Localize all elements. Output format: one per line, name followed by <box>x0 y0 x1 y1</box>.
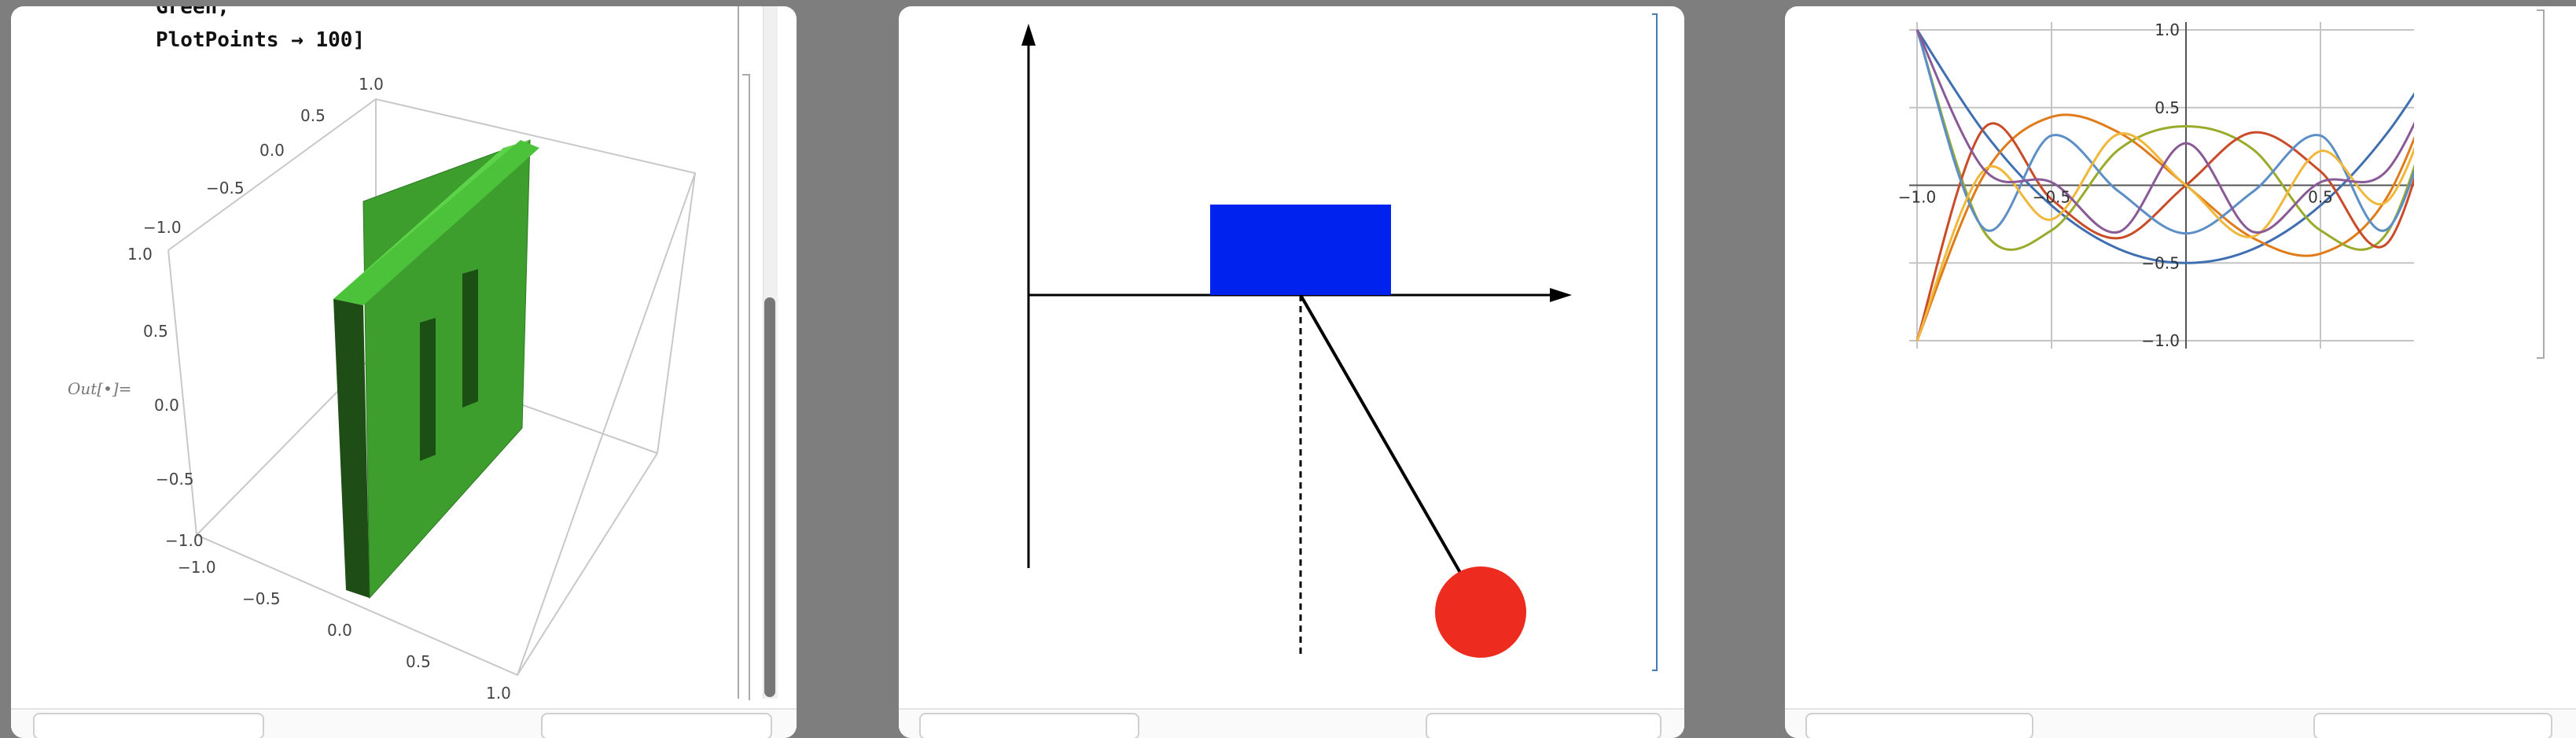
z-tick: 0.5 <box>143 322 168 341</box>
z-tick: 1.0 <box>127 245 153 264</box>
code-line-2[interactable]: PlotPoints → 100] <box>156 28 366 52</box>
y-tick: 0.5 <box>300 106 326 125</box>
series-line <box>1915 132 2414 341</box>
slab-side <box>333 299 370 598</box>
slit-1 <box>420 318 436 461</box>
zoom-control[interactable] <box>919 713 1139 738</box>
notebook-panel-left: Green, PlotPoints → 100] Out[•]= 1.0 0.5… <box>11 6 797 738</box>
cart <box>1210 205 1391 295</box>
y-tick: −0.5 <box>206 179 245 197</box>
double-slit-surface <box>333 139 539 600</box>
style-control[interactable] <box>2313 713 2552 738</box>
x-axis-arrow <box>1550 288 1572 302</box>
code-line-1[interactable]: Green, <box>156 6 230 19</box>
output-bracket <box>1652 13 1658 671</box>
x-tick-label: 0.5 <box>2308 188 2333 207</box>
cell-bracket-output[interactable] <box>742 74 750 700</box>
series-line <box>1915 29 2414 234</box>
x-tick-label: −1.0 <box>1898 188 1937 207</box>
x-tick: 0.0 <box>327 621 352 640</box>
x-tick: −1.0 <box>178 558 216 577</box>
notebook-panel-right: −1.0−0.50.51.01.00.5−0.5−1.0 <box>1785 6 2576 738</box>
pendulum-graphic[interactable] <box>899 6 1684 699</box>
y-tick: 1.0 <box>359 75 384 94</box>
cell-bracket-input[interactable] <box>731 6 739 699</box>
y-tick-label: 0.5 <box>2155 98 2180 117</box>
x-tick: 0.5 <box>406 652 431 671</box>
series-line <box>1915 29 2414 264</box>
zoom-control[interactable] <box>33 713 264 738</box>
slab-top-edge <box>333 140 539 305</box>
cell-bracket[interactable] <box>2537 9 2545 359</box>
slit-2 <box>462 269 478 408</box>
y-tick-label: −0.5 <box>2141 253 2180 272</box>
pendulum-bob <box>1435 566 1526 658</box>
series-line <box>1915 29 2414 251</box>
y-tick-label: −1.0 <box>2141 331 2180 350</box>
plot3d[interactable]: 1.0 0.5 0.0 −0.5 −1.0 1.0 0.5 0.0 −0.5 −… <box>11 6 719 699</box>
y-axis-arrow <box>1021 24 1036 46</box>
y-tick: 0.0 <box>259 141 285 160</box>
scrollbar-thumb[interactable] <box>764 297 775 697</box>
x-tick-label: −0.5 <box>2033 188 2071 207</box>
x-tick: −0.5 <box>242 589 281 608</box>
series-line <box>1915 29 2414 235</box>
y-tick: −1.0 <box>143 218 182 237</box>
z-tick: 0.0 <box>154 396 179 415</box>
style-control[interactable] <box>541 713 772 738</box>
y-tick-label: 1.0 <box>2155 20 2180 39</box>
plot3d-ticks: 1.0 0.5 0.0 −0.5 −1.0 1.0 0.5 0.0 −0.5 −… <box>127 75 511 699</box>
x-tick: 1.0 <box>486 684 511 699</box>
z-tick: −0.5 <box>156 470 194 489</box>
style-control[interactable] <box>1426 713 1662 738</box>
z-tick: −1.0 <box>165 531 204 550</box>
zoom-control[interactable] <box>1805 713 2033 738</box>
out-label: Out[•]= <box>68 379 132 398</box>
pendulum-rod <box>1299 294 1482 609</box>
notebook-panel-middle <box>899 6 1684 738</box>
polynomial-chart[interactable]: −1.0−0.50.51.01.00.5−0.5−1.0 <box>1785 6 2414 368</box>
